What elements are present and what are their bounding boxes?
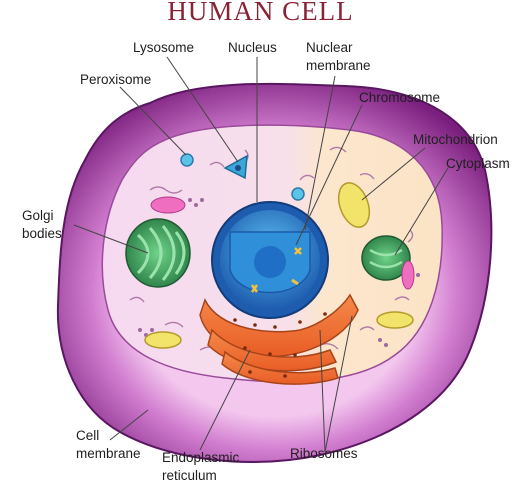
label-lysosome: Lysosome <box>133 40 195 55</box>
nucleus <box>211 201 329 319</box>
label-chromosome: Chromosome <box>359 90 441 105</box>
label-cytoplasm: Cytoplasm <box>446 156 510 171</box>
label-er-line2: reticulum <box>162 468 217 483</box>
peroxisome <box>180 153 194 167</box>
label-er-line1: Endoplasmic <box>162 450 240 465</box>
label-ribosomes: Ribosomes <box>290 446 358 461</box>
diagram-title: HUMAN CELL <box>167 0 354 26</box>
label-mitochondrion: Mitochondrion <box>413 132 498 147</box>
golgi-bodies <box>125 218 191 288</box>
label-nuclear-membrane-line2: membrane <box>306 58 371 73</box>
mitochondrion-yellow-3 <box>376 311 414 329</box>
mitochondrion-right <box>361 235 411 281</box>
label-cell-membrane-line2: membrane <box>76 446 141 461</box>
label-golgi-line2: bodies <box>22 226 62 241</box>
label-cell-membrane-line1: Cell <box>76 428 100 443</box>
label-peroxisome: Peroxisome <box>80 72 152 87</box>
mitochondrion-yellow-1 <box>337 182 371 228</box>
label-golgi-line1: Golgi <box>22 208 54 223</box>
mitochondrion-yellow-2 <box>144 331 182 349</box>
leader-lines <box>73 56 449 453</box>
label-nuclear-membrane-line1: Nuclear <box>306 40 353 55</box>
endoplasmic-reticulum <box>199 293 359 385</box>
nucleolus <box>254 246 286 278</box>
vesicle-pink-2 <box>401 260 415 290</box>
vesicle-pink-1 <box>150 196 186 214</box>
label-nucleus: Nucleus <box>228 40 277 55</box>
